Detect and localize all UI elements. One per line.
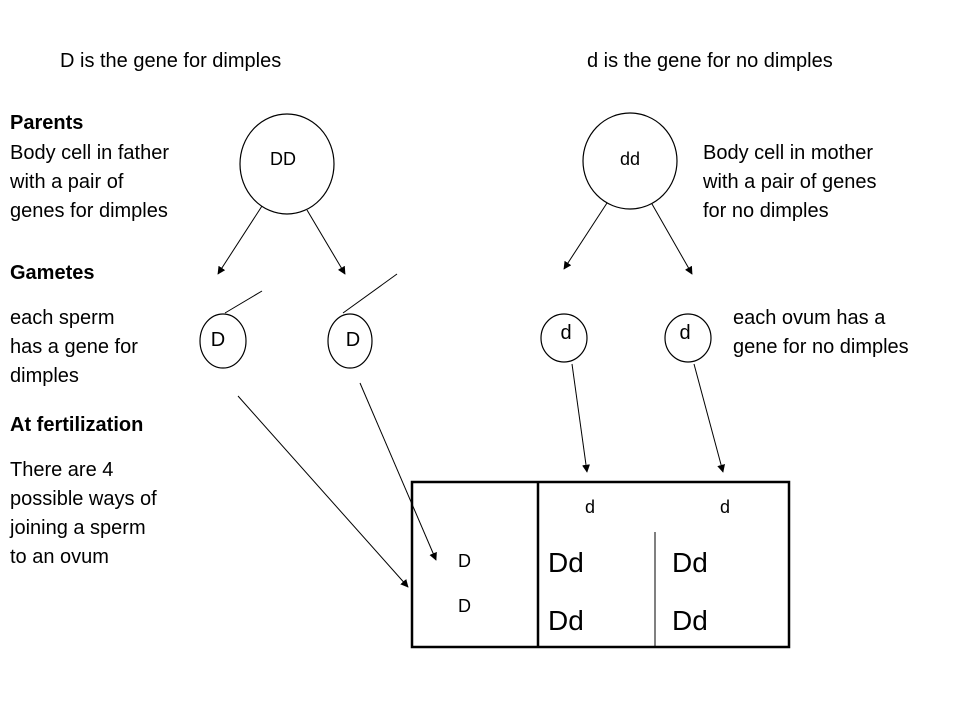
father-genotype: DD <box>270 149 296 169</box>
punnett-cell-2-2: Dd <box>672 605 708 636</box>
parents-title: Parents <box>10 112 84 134</box>
ovum-circle-2 <box>664 313 712 363</box>
fertilization-desc-1: There are 4 <box>10 459 114 481</box>
ovum-desc-2: gene for no dimples <box>733 336 909 358</box>
sperm-desc-3: dimples <box>10 365 79 387</box>
sperm-tail-2 <box>342 273 398 314</box>
arrow-ovum-2-to-col2 <box>693 363 725 473</box>
punnett-cell-1-2: Dd <box>672 547 708 578</box>
ovum-desc-1: each ovum has a <box>733 307 886 329</box>
ovum-allele-1: d <box>560 322 572 344</box>
punnett-col-header-1: d <box>584 497 595 517</box>
father-cell-circle <box>239 113 335 215</box>
mother-desc-3: for no dimples <box>703 200 829 222</box>
mother-genotype: dd <box>619 149 641 169</box>
sperm-circle-1 <box>199 313 247 369</box>
sperm-circle-2 <box>327 313 373 369</box>
arrow-father-right <box>306 209 346 275</box>
sperm-desc-1: each sperm <box>10 307 115 329</box>
mother-desc-2: with a pair of genes <box>703 171 877 193</box>
sperm-allele-2: D <box>345 329 361 351</box>
arrow-sperm-2-to-row1 <box>359 382 437 561</box>
ovum-circle-1 <box>540 313 588 363</box>
father-desc-3: genes for dimples <box>10 200 168 222</box>
header-right: d is the gene for no dimples <box>587 50 833 72</box>
sperm-tail-1 <box>224 290 263 314</box>
father-desc-2: with a pair of <box>10 171 124 193</box>
sperm-desc-2: has a gene for <box>10 336 138 358</box>
ovum-allele-2: d <box>679 322 691 344</box>
fertilization-desc-3: joining a sperm <box>10 517 146 539</box>
arrow-ovum-1-to-col1 <box>571 363 590 473</box>
arrow-father-left <box>217 205 263 275</box>
fertilization-desc-4: to an ovum <box>10 546 109 568</box>
mother-cell-circle <box>582 112 678 210</box>
father-desc-1: Body cell in father <box>10 142 169 164</box>
punnett-col-header-2: d <box>719 497 730 517</box>
mother-desc-1: Body cell in mother <box>703 142 874 164</box>
punnett-row-header-1: D <box>458 551 471 571</box>
fertilization-title: At fertilization <box>10 414 144 436</box>
punnett-cell-1-1: Dd <box>548 547 584 578</box>
gametes-title: Gametes <box>10 262 95 284</box>
sperm-allele-1: D <box>210 329 226 351</box>
fertilization-desc-2: possible ways of <box>10 488 157 510</box>
arrow-sperm-1-to-row2 <box>237 395 409 588</box>
arrow-mother-right <box>651 203 693 275</box>
arrow-mother-left <box>563 202 608 270</box>
header-left: D is the gene for dimples <box>60 50 282 72</box>
punnett-square <box>410 480 791 649</box>
punnett-cell-2-1: Dd <box>548 605 584 636</box>
punnett-row-header-2: D <box>458 596 471 616</box>
